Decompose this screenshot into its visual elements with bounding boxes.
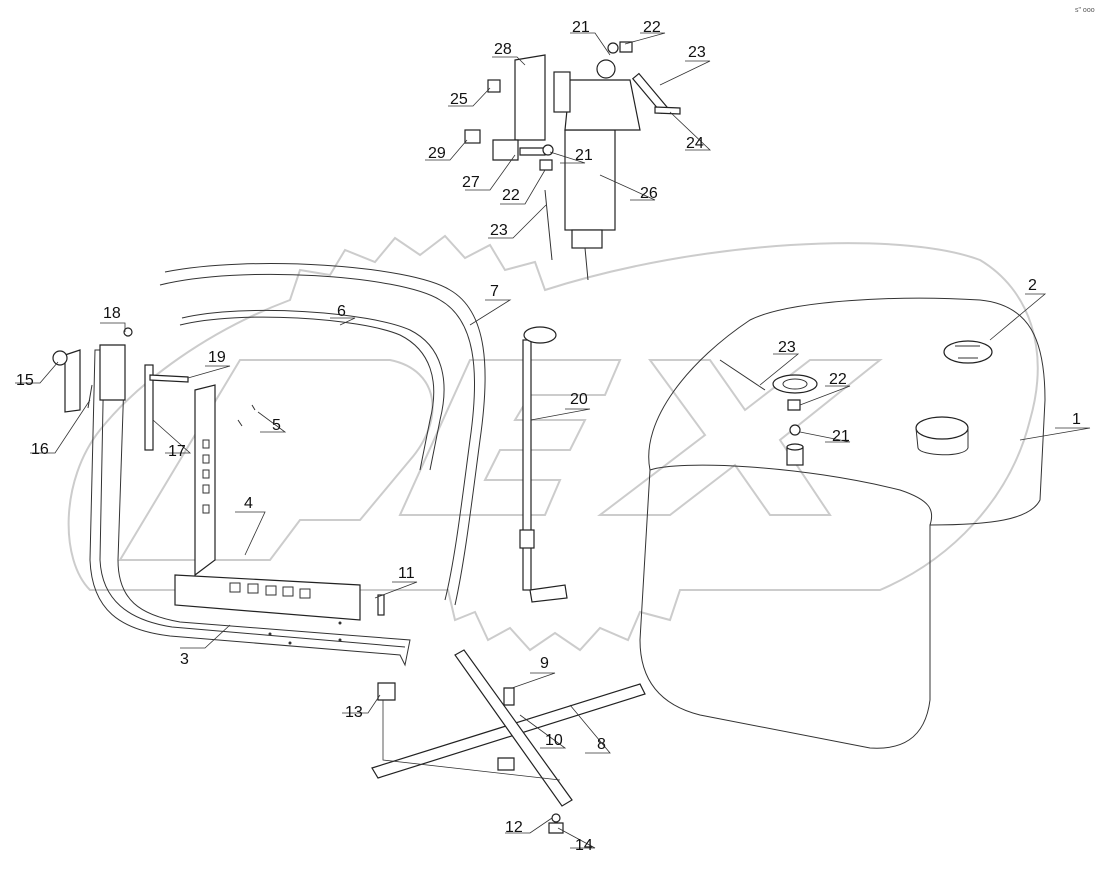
callout-23-top: 23 xyxy=(688,44,706,61)
callout-2: 2 xyxy=(1028,277,1037,294)
callout-21-middle: 21 xyxy=(575,147,593,164)
callout-22-right: 22 xyxy=(829,371,847,388)
callout-4: 4 xyxy=(244,495,253,512)
callout-9: 9 xyxy=(540,655,549,672)
callout-5: 5 xyxy=(272,417,281,434)
callout-18: 18 xyxy=(103,305,121,322)
fuel-sensor xyxy=(519,326,568,603)
tank-straps xyxy=(159,263,486,606)
callout-15: 15 xyxy=(16,372,34,389)
callout-16: 16 xyxy=(31,441,49,458)
callout-8: 8 xyxy=(597,736,606,753)
callout-19: 19 xyxy=(208,349,226,366)
frame-bracket xyxy=(89,349,411,667)
callout-labels: 1 2 3 4 5 6 7 8 9 10 11 12 13 14 15 16 1… xyxy=(16,19,1081,854)
leader-lines xyxy=(15,32,1091,849)
callout-28: 28 xyxy=(494,41,512,58)
callout-23-right: 23 xyxy=(778,339,796,356)
callout-10: 10 xyxy=(545,732,563,749)
callout-24: 24 xyxy=(686,135,704,152)
fuel-tank xyxy=(639,297,1046,749)
callout-6: 6 xyxy=(337,303,346,320)
callout-21-top: 21 xyxy=(572,19,590,36)
callout-26: 26 xyxy=(640,185,658,202)
callout-23-middle: 23 xyxy=(490,222,508,239)
callout-22-middle: 22 xyxy=(502,187,520,204)
cross-brackets xyxy=(371,649,646,807)
callout-22-top: 22 xyxy=(643,19,661,36)
callout-20: 20 xyxy=(570,391,588,408)
callout-7: 7 xyxy=(490,283,499,300)
watermark-logo xyxy=(67,234,1039,652)
callout-12: 12 xyxy=(505,819,523,836)
callout-14: 14 xyxy=(575,837,593,854)
callout-1: 1 xyxy=(1072,411,1081,428)
callout-25: 25 xyxy=(450,91,468,108)
corner-mark: s" ooo xyxy=(1075,7,1095,14)
fuel-filter xyxy=(553,59,641,281)
callout-3: 3 xyxy=(180,651,189,668)
callout-29: 29 xyxy=(428,145,446,162)
callout-13: 13 xyxy=(345,704,363,721)
hardware-items xyxy=(52,41,801,834)
callout-27: 27 xyxy=(462,174,480,191)
mounting-plates xyxy=(174,384,361,621)
callout-17: 17 xyxy=(168,443,186,460)
callout-11: 11 xyxy=(398,565,415,582)
callout-21-right: 21 xyxy=(832,428,850,445)
